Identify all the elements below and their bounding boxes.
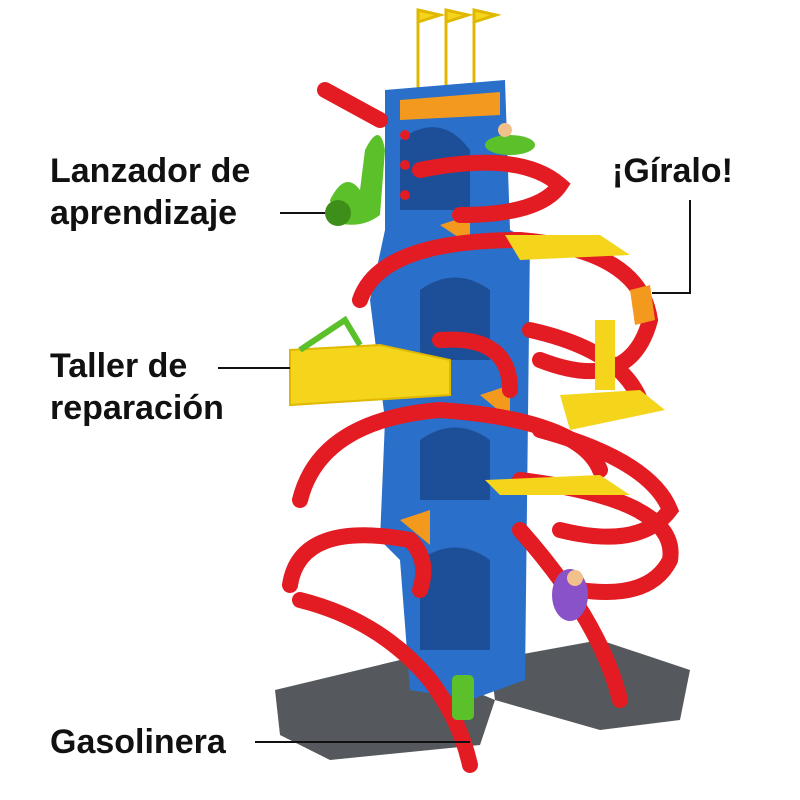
yellow-lower-platform <box>485 475 630 495</box>
spin-callout-line-horizontal <box>652 292 691 294</box>
green-car <box>485 135 535 155</box>
yellow-ramp <box>560 390 665 430</box>
right-base <box>490 640 690 730</box>
launcher-callout-line <box>280 212 325 214</box>
spin-callout-line-vertical <box>689 200 691 293</box>
gas-callout-line <box>255 741 470 743</box>
launcher-label-line2: aprendizaje <box>50 194 238 232</box>
launcher-label-line1: Lanzador de <box>50 152 251 190</box>
red-spiral-track <box>282 82 680 773</box>
gas-pump <box>452 675 474 720</box>
gas-label: Gasolinera <box>50 723 226 761</box>
repair-label: Taller de reparación <box>50 345 224 429</box>
repair-callout-line <box>218 367 290 369</box>
launcher-label: Lanzador de aprendizaje <box>50 150 250 234</box>
spin-label: ¡Gíralo! <box>612 152 733 190</box>
repair-label-line2: reparación <box>50 389 224 427</box>
spin-handle <box>630 285 655 325</box>
flags <box>416 8 502 90</box>
yellow-upper-platform <box>505 235 630 260</box>
repair-shop-platform <box>289 343 451 407</box>
repair-label-line1: Taller de <box>50 347 188 385</box>
